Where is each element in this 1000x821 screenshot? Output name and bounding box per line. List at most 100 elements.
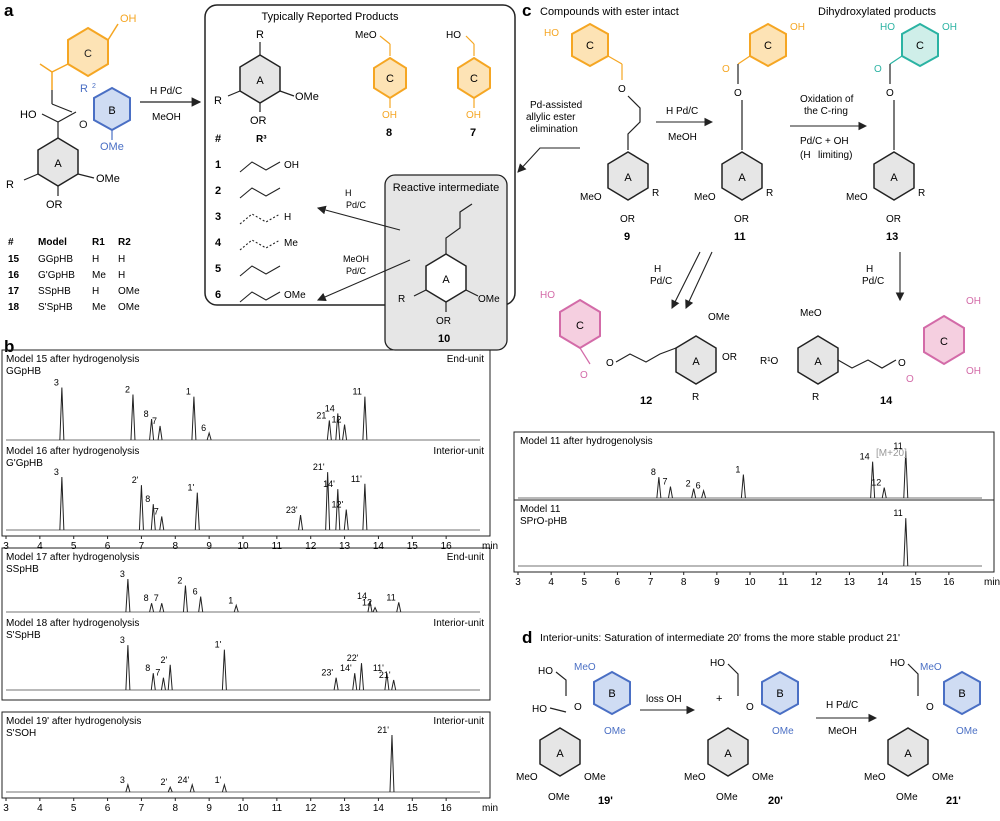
trace-unit-type: End-unit [447,354,484,365]
chrom-peak [362,483,368,531]
x-tick-label: 15 [910,577,922,588]
panel-c-title-left: Compounds with ester intact [540,6,679,18]
mass-annotation: [M+20] [876,448,907,459]
trace-subtitle: SPrO-pHB [520,516,568,527]
product-chain [239,239,281,251]
peak-label: 12 [871,478,881,488]
panel-c-letter: c [522,1,531,20]
svg-text:OR: OR [436,316,451,327]
svg-text:OMe: OMe [96,173,120,185]
x-tick-label: 4 [37,541,43,552]
svg-text:Pd/C: Pd/C [346,266,367,276]
peak-label: 21' [379,670,391,680]
svg-text:H: H [345,188,352,198]
svg-text:9: 9 [624,231,630,243]
svg-text:Pd/C: Pd/C [650,276,672,287]
svg-text:R¹O: R¹O [760,356,779,367]
table-cell: H [92,254,99,265]
ring-c-model: C OH [39,13,137,113]
svg-text:OH: OH [942,22,957,33]
peak-label: 8 [144,593,149,603]
table-cell: G'GpHB [38,270,75,281]
panel-d-title: Interior-units: Saturation of intermedia… [540,632,900,644]
svg-text:elimination: elimination [530,124,578,135]
svg-text:R: R [80,83,88,95]
svg-text:OH: OH [790,22,805,33]
x-tick-label: 9 [714,577,720,588]
trace-title: Model 11 after hydrogenolysis [520,436,653,447]
panel-b-letter: b [4,337,14,356]
peak-label: 3 [54,378,59,388]
trace-subtitle: GGpHB [6,366,41,377]
chrom-peak [335,413,341,441]
table-cell: Me [92,270,106,281]
peak-label: 1 [735,465,740,475]
x-tick-label: 15 [407,541,419,552]
peak-label: 14 [860,452,870,462]
peak-label: 7 [152,416,157,426]
product-chain [239,213,281,225]
peak-label: 12 [332,415,342,425]
svg-text:R: R [692,392,699,403]
svg-text:OH: OH [466,110,481,121]
chrom-peak [389,734,395,793]
svg-text:MeO: MeO [864,772,886,783]
chrom-peak [167,785,173,793]
chrom-peak [701,488,707,499]
chrom-peak [59,476,65,531]
arrow-a-main: H Pd/C MeOH [140,86,202,123]
x-tick-label: 7 [139,541,145,552]
peak-label: 2' [160,777,167,787]
peak-label: 11 [386,592,395,602]
svg-text:Pd/C: Pd/C [160,86,182,97]
svg-text:O: O [926,702,934,713]
x-tick-label: 10 [237,541,249,552]
peak-label: 11' [351,474,362,484]
chrom-peak [125,578,131,613]
peak-label: 23' [321,668,333,678]
svg-text:11: 11 [734,231,746,243]
svg-text:MeOH: MeOH [828,726,857,737]
x-tick-label: 12 [811,577,823,588]
compound-20p: HO + O B OMe A MeO OMe OMe 20' [684,658,799,807]
x-tick-label: 14 [373,541,385,552]
compound-12: HO C O O A OMe OR R 12 [540,290,737,407]
peak-label: 1' [215,775,222,785]
svg-text:HO: HO [446,30,461,41]
svg-text:MeOH: MeOH [668,132,697,143]
trace-unit-type: Interior-unit [433,446,484,457]
svg-text:HO: HO [538,666,553,677]
x-tick-label: 6 [105,541,111,552]
svg-text:MeO: MeO [800,308,822,319]
peak-label: 22' [347,653,359,663]
x-tick-label: 14 [877,577,889,588]
table-cell: 17 [8,286,20,297]
chrom-peak [182,585,188,613]
products-box [204,4,516,306]
ring-a-model: HO A OMe R OR [6,109,120,211]
svg-text:MeO: MeO [355,30,377,41]
svg-text:R: R [812,392,819,403]
peak-label: 6 [696,481,701,491]
chrom-box [1,349,491,537]
ring-b-model: B R 2 OMe O [79,83,131,153]
svg-text:OR: OR [722,352,737,363]
chrom-peak [740,474,746,499]
chrom-peak [150,673,156,691]
x-tick-label: 6 [615,577,621,588]
svg-text:O: O [874,64,882,75]
svg-text:O: O [898,358,906,369]
x-tick-label: 12 [305,803,317,814]
compound-9: HO C O A MeO R OR 9 [544,22,659,243]
panel-d-letter: d [522,628,532,647]
trace-subtitle: G'GpHB [6,458,43,469]
chrom-peak [221,782,227,793]
svg-text:HO: HO [540,290,555,301]
peak-label: 8 [145,494,150,504]
svg-text:C: C [916,40,924,52]
peak-label: 3 [120,635,125,645]
chrom-peak [335,489,341,531]
svg-text:HO: HO [20,109,37,121]
x-tick-label: 6 [105,803,111,814]
svg-text:7: 7 [470,127,476,139]
